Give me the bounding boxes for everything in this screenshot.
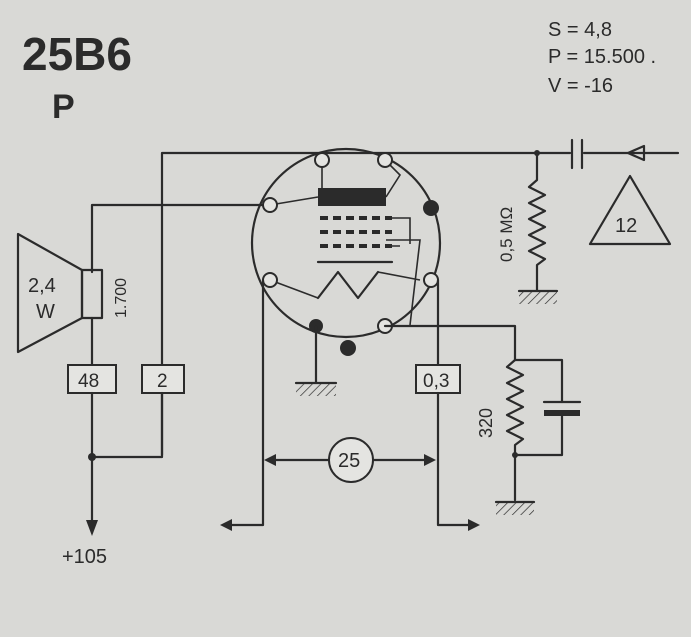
tube-pin xyxy=(423,272,439,288)
resistor-box-2 xyxy=(141,364,185,394)
tube-base-key xyxy=(340,340,356,356)
heater-wire-right-low xyxy=(436,391,470,527)
tube-pin xyxy=(262,197,278,213)
speaker-power: 2,4 xyxy=(28,275,56,297)
dimension-arrow-left xyxy=(264,454,276,466)
heater-voltage-label: 25 xyxy=(338,450,360,472)
resistor-box-03-label: 0,3 xyxy=(423,371,449,392)
dimension-arrow-right xyxy=(424,454,436,466)
param-s: S = 4,8 xyxy=(548,19,612,41)
coupling-capacitor xyxy=(570,138,584,170)
resistor-box-48-label: 48 xyxy=(78,371,99,392)
speaker-power-unit: W xyxy=(36,301,55,323)
cathode-resistor xyxy=(505,358,525,502)
heater-voltage-circle xyxy=(328,437,374,483)
param-p: P = 15.500 . xyxy=(548,46,656,68)
supply-bus-link xyxy=(90,391,164,459)
grid-resistor xyxy=(527,151,547,292)
cathode-junction-dot xyxy=(512,452,518,458)
cathode-ground-hatch xyxy=(296,384,336,396)
supply-voltage: +105 xyxy=(62,546,107,568)
supply-arrow xyxy=(86,520,98,536)
bypass-cap-wire xyxy=(513,358,564,457)
grid-resistor-label: 0,5 MΩ xyxy=(497,207,516,262)
tube-internal-leads xyxy=(269,159,421,326)
heater-arrow-left xyxy=(220,519,232,531)
tube-anode xyxy=(318,188,386,206)
top-wire xyxy=(160,151,572,457)
heater-arrow-right xyxy=(468,519,480,531)
param-v: V = -16 xyxy=(548,75,613,97)
tube-pin xyxy=(262,272,278,288)
anode-wire xyxy=(90,203,265,274)
tube-heater xyxy=(316,270,380,300)
tube-pin xyxy=(314,152,330,168)
tube-name: 25B6 xyxy=(22,28,132,80)
heater-wire-left xyxy=(230,278,265,527)
transformer-label: 1.700 xyxy=(113,278,130,318)
tube-pin xyxy=(377,152,393,168)
cathode-resistor-label: 320 xyxy=(476,408,496,438)
resistor-box-2-label: 2 xyxy=(157,371,168,392)
preamp-triangle xyxy=(588,174,672,246)
bypass-capacitor xyxy=(542,400,582,416)
preamp-label: 12 xyxy=(615,215,637,237)
tube-envelope xyxy=(250,147,442,339)
cathode-wire xyxy=(383,324,517,362)
input-arrow xyxy=(626,144,646,162)
tube-pin-key xyxy=(423,200,439,216)
grid-ground-hatch xyxy=(519,292,557,304)
supply-junction-dot xyxy=(88,453,96,461)
cathode-resistor-ground-hatch xyxy=(496,503,534,515)
tube-type-letter: P xyxy=(52,88,75,126)
